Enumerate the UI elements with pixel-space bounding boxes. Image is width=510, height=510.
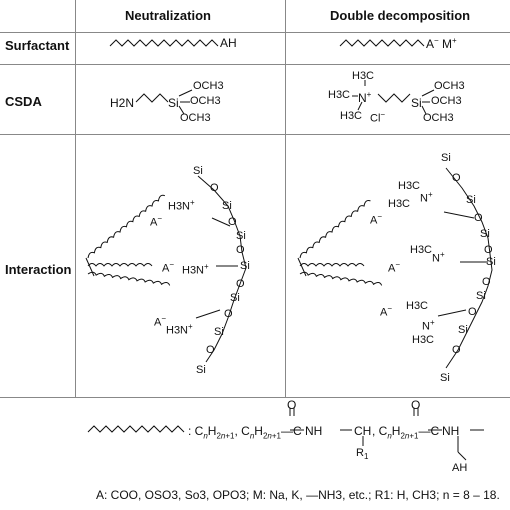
bottom-nh-2: NH xyxy=(442,424,460,438)
interaction-left-si-3: Si xyxy=(240,260,250,272)
header-neutralization: Neutralization xyxy=(125,8,211,23)
center-column-divider xyxy=(285,0,286,397)
csda-left-si: Si xyxy=(168,96,179,110)
row-divider-interaction xyxy=(0,397,510,398)
surfactant-chain-right xyxy=(339,39,425,47)
bottom-r1: R1 xyxy=(356,447,369,462)
csda-right-si: Si xyxy=(411,96,422,110)
bottom-chain xyxy=(87,425,185,433)
interaction-left-a-3: A− xyxy=(154,314,167,329)
bottom-footnote: A: COO, OSO3, So3, OPO3; M: Na, K, —NH3,… xyxy=(96,488,500,502)
interaction-left-n-3: H3N+ xyxy=(166,322,193,337)
csda-left-amine: H2N xyxy=(110,96,135,110)
interaction-right-chain-mid xyxy=(299,263,365,267)
bottom-formula-1: : CnH2n+1, CnH2n+1—C xyxy=(188,424,302,441)
interaction-right-o-3: O xyxy=(484,244,493,256)
interaction-right-h3c-5: H3C xyxy=(412,334,435,346)
interaction-right-si-1: Si xyxy=(466,194,476,206)
row-label-csda: CSDA xyxy=(5,94,42,109)
surfactant-double-anion: A− M+ xyxy=(426,36,457,51)
header-double-decomposition: Double decomposition xyxy=(330,8,471,23)
row-divider-surfactant xyxy=(0,64,510,65)
interaction-right-h3c-3: H3C xyxy=(410,244,433,256)
interaction-right-si-2: Si xyxy=(480,228,490,240)
interaction-left-a-1: A− xyxy=(150,214,163,229)
interaction-right-si-4: Si xyxy=(476,290,486,302)
csda-left-och3-3: OCH3 xyxy=(180,112,211,124)
interaction-left-chain-bottom xyxy=(87,271,171,286)
csda-right-chain xyxy=(377,93,411,103)
interaction-right-si-3: Si xyxy=(486,256,496,268)
interaction-left-backbone xyxy=(197,175,247,363)
bottom-formula-2: , CnH2n+1—C xyxy=(372,424,440,441)
bottom-nh-1: NH xyxy=(305,424,323,438)
interaction-left-n-2: H3N+ xyxy=(182,262,209,277)
bottom-carbonyl-o-2: O xyxy=(411,398,421,412)
interaction-right-chain-top xyxy=(299,199,371,259)
interaction-left-si-2: Si xyxy=(236,230,246,242)
csda-right-ch3-c: H3C xyxy=(340,110,363,122)
interaction-right-h3c-2: H3C xyxy=(388,198,411,210)
interaction-left-si-5: Si xyxy=(214,326,224,338)
csda-left-och3-1: OCH3 xyxy=(193,80,224,92)
csda-right-ch3-a: H3C xyxy=(352,70,375,82)
interaction-right-h3c-4: H3C xyxy=(406,300,429,312)
interaction-right-n-1: N+ xyxy=(420,190,433,205)
interaction-left-o-2: O xyxy=(228,216,237,228)
csda-right-och3-3: OCH3 xyxy=(423,112,454,124)
interaction-right-o-4: O xyxy=(482,276,491,288)
row-label-surfactant: Surfactant xyxy=(5,38,70,53)
csda-right-och3-1: OCH3 xyxy=(434,80,465,92)
surfactant-chain-left xyxy=(109,39,219,47)
interaction-right-h3c-1: H3C xyxy=(398,180,421,192)
interaction-right-a-3: A− xyxy=(380,304,393,319)
interaction-right-n-3: N+ xyxy=(422,318,435,333)
interaction-right-o-2: O xyxy=(474,212,483,224)
interaction-left-si-top: Si xyxy=(193,165,203,177)
interaction-left-si-4: Si xyxy=(230,292,240,304)
label-column-divider xyxy=(75,0,76,397)
interaction-right-a-2: A− xyxy=(388,260,401,275)
interaction-left-o-5: O xyxy=(224,308,233,320)
row-divider-top xyxy=(0,32,510,33)
interaction-right-si-bottom: Si xyxy=(440,372,450,384)
interaction-right-chain-bottom xyxy=(299,271,383,286)
interaction-left-o-3: O xyxy=(236,244,245,256)
row-label-interaction: Interaction xyxy=(5,262,72,277)
interaction-left-o-6: O xyxy=(206,344,215,356)
row-divider-csda xyxy=(0,134,510,135)
interaction-right-a-1: A− xyxy=(370,212,383,227)
csda-left-och3-2: OCH3 xyxy=(190,95,221,107)
interaction-right-backbone xyxy=(445,167,493,369)
csda-right-ch3-b: H3C xyxy=(328,89,351,101)
interaction-left-chain-mid xyxy=(87,263,153,267)
interaction-left-o-4: O xyxy=(236,278,245,290)
interaction-right-si-top: Si xyxy=(441,152,451,164)
surfactant-neutralization-head: AH xyxy=(220,36,237,50)
bottom-ch-1: CH xyxy=(354,424,372,438)
interaction-right-n-2: N+ xyxy=(432,250,445,265)
interaction-left-a-2: A− xyxy=(162,260,175,275)
interaction-right-o-5: O xyxy=(468,306,477,318)
interaction-left-n-1: H3N+ xyxy=(168,198,195,213)
csda-right-och3-2: OCH3 xyxy=(431,95,462,107)
bottom-carbonyl-o-1: O xyxy=(287,398,297,412)
interaction-left-o-1: O xyxy=(210,182,219,194)
interaction-right-o-6: O xyxy=(452,344,461,356)
bottom-ah: AH xyxy=(452,462,468,474)
interaction-right-si-5: Si xyxy=(458,324,468,336)
interaction-left-chain-top xyxy=(87,194,166,259)
interaction-left-si-1: Si xyxy=(222,200,232,212)
interaction-left-si-bottom: Si xyxy=(196,364,206,376)
csda-right-n: N+ xyxy=(358,90,372,105)
csda-left-chain xyxy=(135,93,169,103)
csda-right-cl: Cl− xyxy=(370,110,386,125)
interaction-right-o-1: O xyxy=(452,172,461,184)
